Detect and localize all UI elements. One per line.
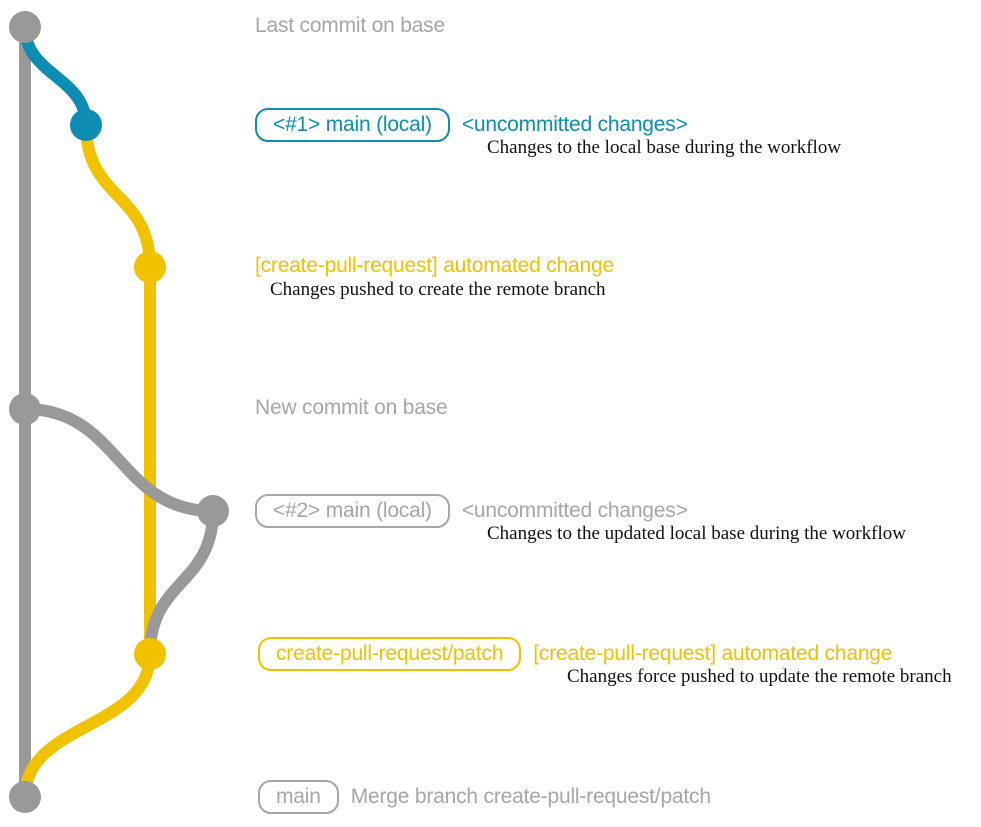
commit-subject-last-commit-on-base: Last commit on base	[255, 14, 445, 37]
commit-node-local-2[interactable]	[197, 495, 229, 527]
commit-note-local-uncommitted-1: Changes to the local base during the wor…	[487, 137, 842, 158]
commit-subject-merge-branch: Merge branch create-pull-request/patch	[350, 785, 711, 808]
commit-node-base-new[interactable]	[9, 393, 41, 425]
nodes-group	[9, 11, 229, 813]
graph-edge-local2-to-patch2	[144, 505, 219, 660]
commit-subject-create-pull-request-patch: [create-pull-request] automated change	[533, 642, 893, 665]
commit-subject-new-commit-on-base: New commit on base	[255, 396, 448, 419]
branch-label-local-uncommitted-2[interactable]: <#2> main (local)	[255, 494, 450, 528]
commit-subject-local-uncommitted-2: <uncommitted changes>	[461, 499, 688, 522]
branch-label-create-pull-request-patch[interactable]: create-pull-request/patch	[258, 637, 522, 671]
commit-node-patch-create[interactable]	[134, 251, 166, 283]
commit-subject-local-uncommitted-1: <uncommitted changes>	[461, 113, 688, 136]
graph-edge-base-to-local1	[19, 21, 92, 131]
edges-group	[19, 21, 219, 803]
commit-node-merge-commit[interactable]	[9, 781, 41, 813]
graph-edge-local1-to-patch	[80, 119, 156, 273]
entry-row-create-pull-request-patch: create-pull-request/patch [create-pull-re…	[258, 637, 892, 671]
commit-node-base-head[interactable]	[9, 11, 41, 43]
entry-row-merge-branch: main Merge branch create-pull-request/pat…	[258, 780, 711, 814]
commit-node-patch-update[interactable]	[134, 638, 166, 670]
commit-subject-create-pull-request-commit: [create-pull-request] automated change	[255, 254, 614, 277]
commit-node-local-1[interactable]	[70, 109, 102, 141]
commit-note-local-uncommitted-2: Changes to the updated local base during…	[487, 523, 906, 544]
commit-note-create-pull-request-patch: Changes force pushed to update the remot…	[567, 666, 952, 687]
commit-note-create-pull-request-commit: Changes pushed to create the remote bran…	[270, 279, 606, 300]
entry-row-local-uncommitted-1: <#1> main (local) <uncommitted changes>	[255, 108, 688, 142]
entry-row-local-uncommitted-2: <#2> main (local) <uncommitted changes>	[255, 494, 688, 528]
branch-label-merge-branch[interactable]: main	[258, 780, 339, 814]
graph-edge-patch2-to-merge	[19, 648, 156, 803]
graph-edge-basenew-to-local2	[19, 403, 219, 517]
branch-label-local-uncommitted-1[interactable]: <#1> main (local)	[255, 108, 450, 142]
